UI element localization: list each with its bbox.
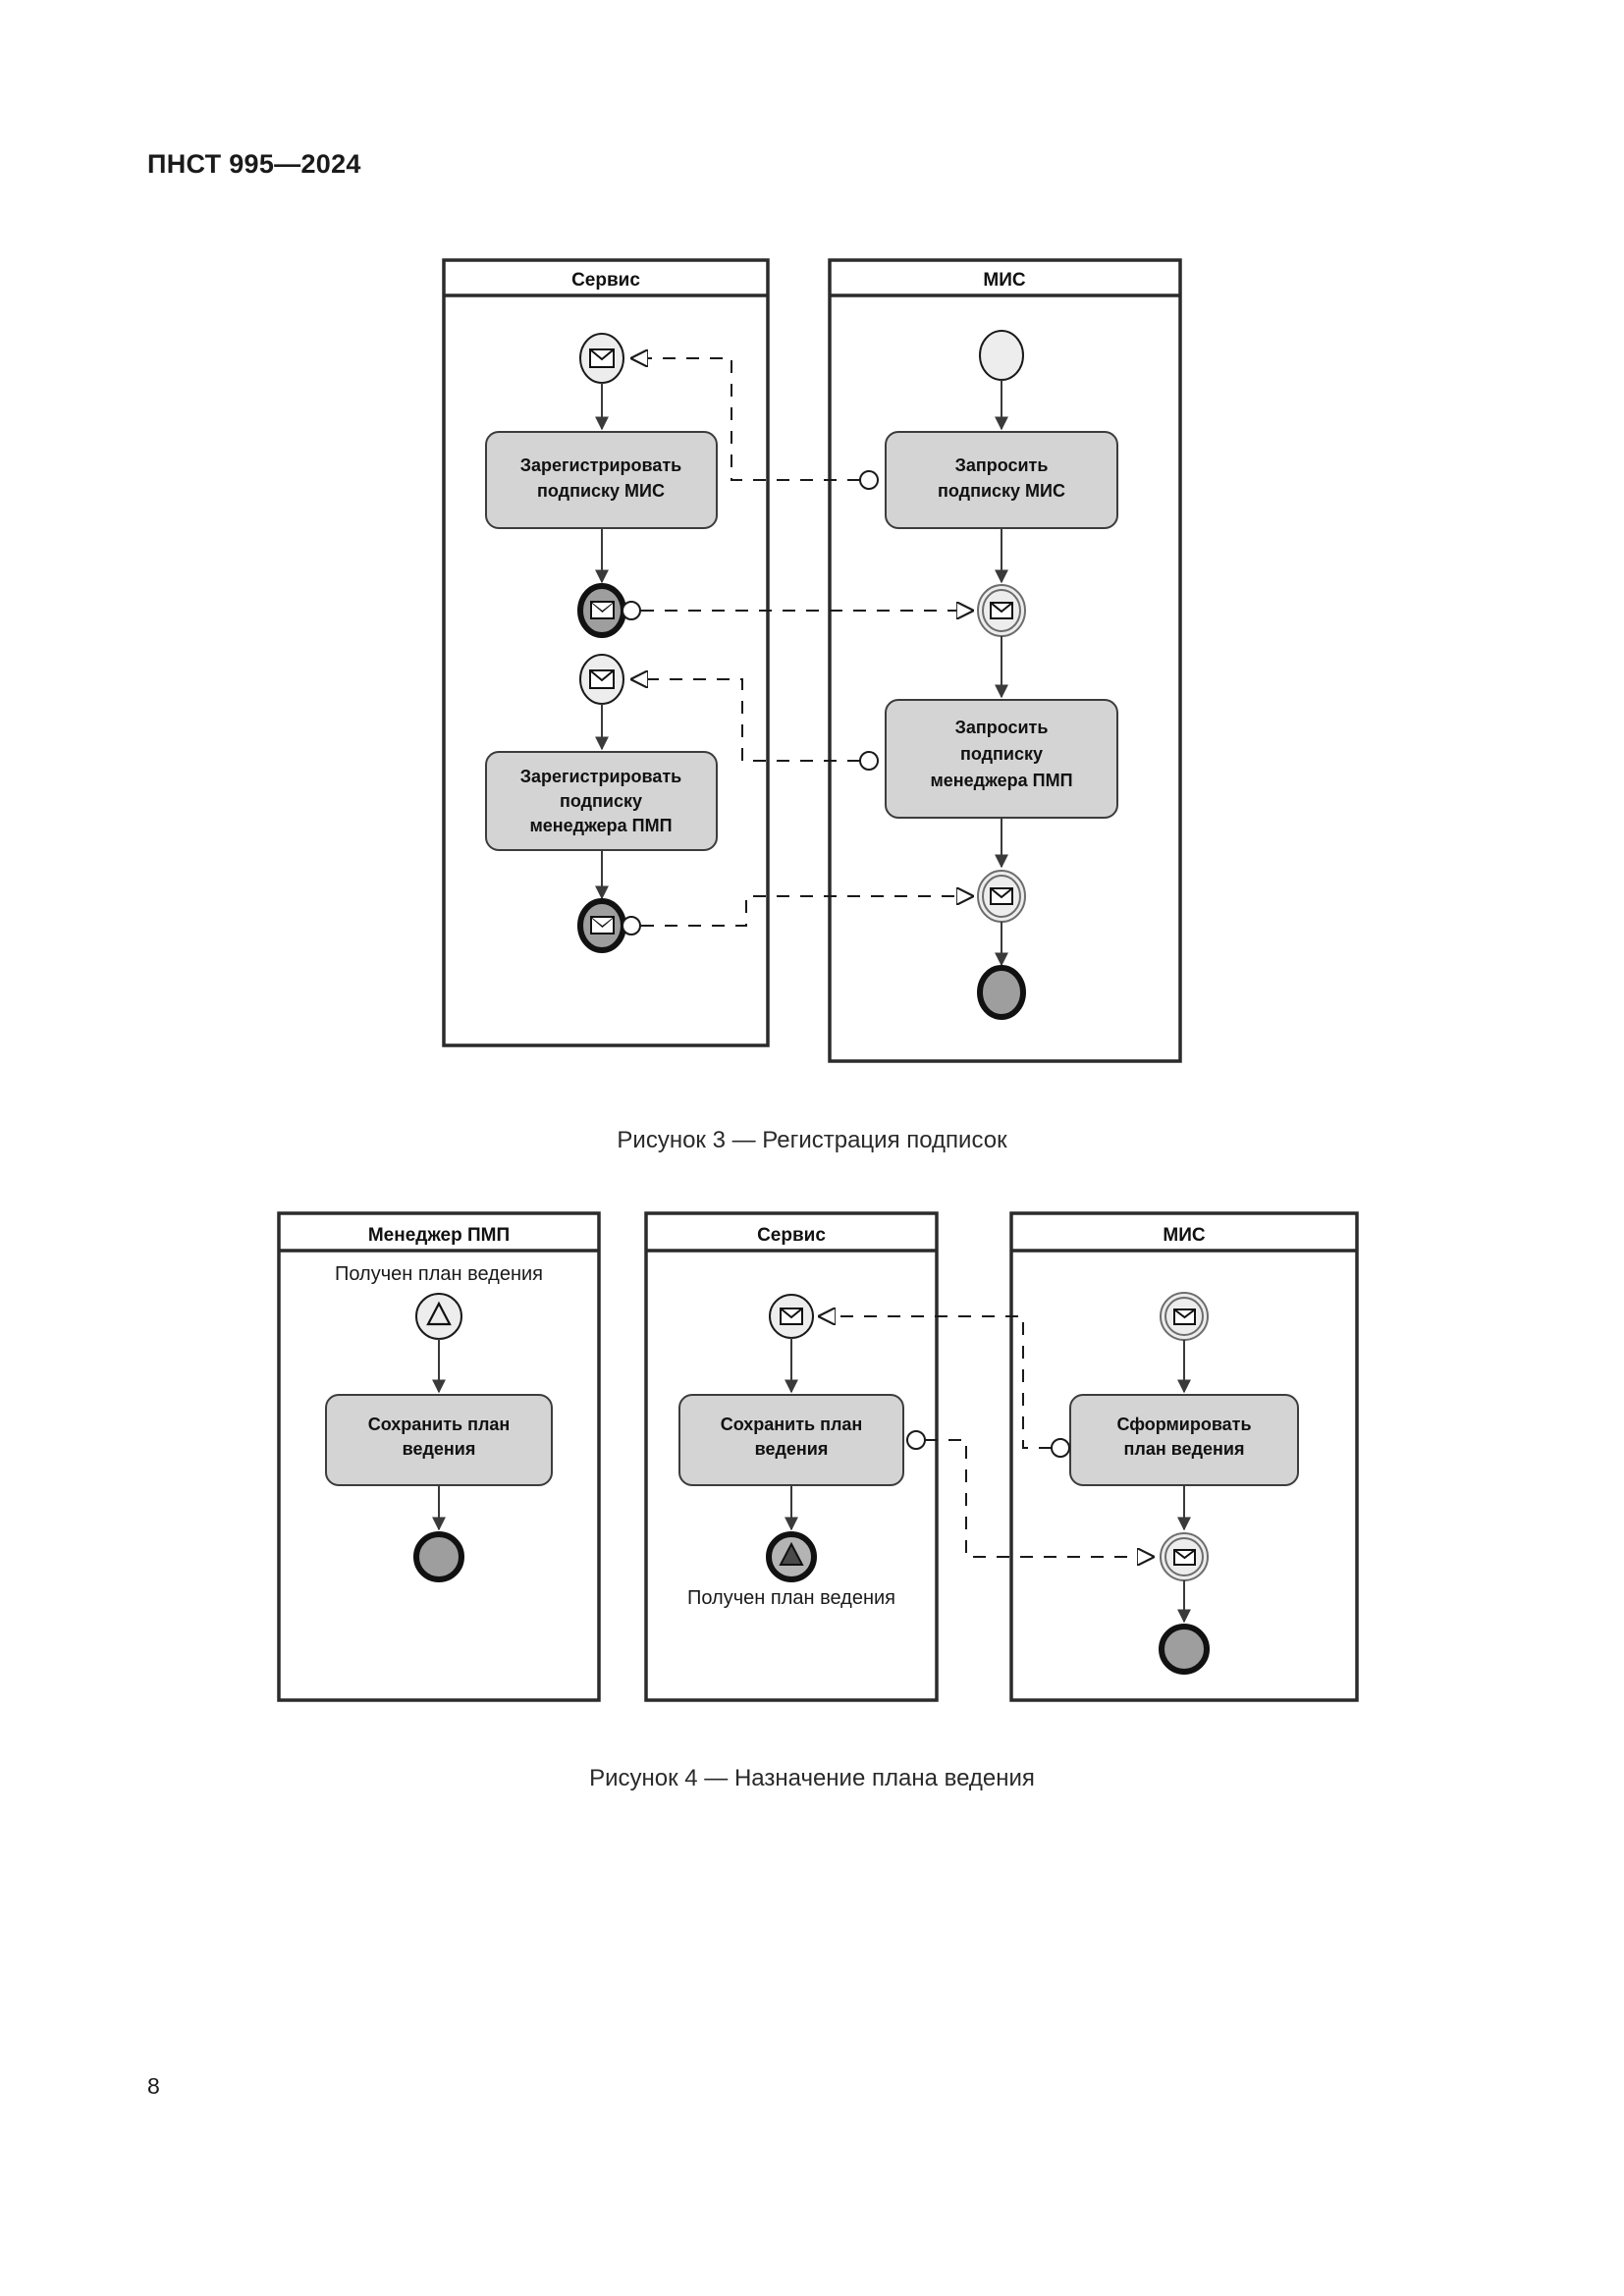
message-intermediate-catch-event-fig4-2 [1160, 1532, 1209, 1581]
message-flow-source-dot-1 [622, 601, 641, 620]
message-end-event-1 [577, 583, 626, 638]
envelope-icon [1173, 1549, 1196, 1566]
envelope-icon-filled [590, 916, 615, 934]
message-flow-source-dot-2 [622, 916, 641, 935]
figure-4-bpmn-diagram: Менеджер ПМП Получен план ведения Сохран… [265, 1205, 1375, 1716]
figure-3-caption: Рисунок 3 — Регистрация подписок [617, 1127, 1007, 1153]
task-label-line2: подписку МИС [938, 481, 1065, 501]
message-flow-source-dot-mis [1051, 1438, 1070, 1458]
message-flow-source-dot-servis [906, 1430, 926, 1450]
task-label-line1: Запросить [955, 718, 1049, 737]
envelope-icon [780, 1308, 803, 1325]
pool-label-mis-fig4: МИС [1163, 1225, 1205, 1246]
task-request-pmp-manager-subscription: Запросить подписку менеджера ПМП [885, 699, 1118, 819]
envelope-icon-filled [590, 601, 615, 619]
task-label-line2: ведения [755, 1439, 829, 1459]
task-register-pmp-manager-subscription: Зарегистрировать подписку менеджера ПМП [485, 751, 718, 851]
message-intermediate-catch-event-1 [977, 584, 1026, 637]
pool-label-servis-fig4: Сервис [757, 1225, 826, 1246]
figure-4-caption: Рисунок 4 — Назначение плана ведения [589, 1765, 1035, 1791]
pool-label-pmp-manager: Менеджер ПМП [368, 1225, 510, 1246]
task-request-mis-subscription: Запросить подписку МИС [885, 431, 1118, 529]
message-end-event-2 [577, 898, 626, 953]
message-intermediate-catch-event-2 [977, 870, 1026, 923]
page-number: 8 [147, 2073, 160, 2099]
task-create-plan-mis: Сформировать план ведения [1069, 1394, 1299, 1486]
task-label-line2: подписку [560, 791, 642, 811]
signal-end-event [766, 1531, 817, 1582]
task-label-line1: Зарегистрировать [520, 767, 681, 786]
figure-4-svg: Менеджер ПМП Получен план ведения Сохран… [277, 1211, 1359, 1702]
figure-3-svg: Сервис МИС Зарегистрировать [442, 258, 1182, 1063]
message-start-event-fig4 [769, 1294, 814, 1339]
task-save-plan-pmp: Сохранить план ведения [325, 1394, 553, 1486]
plain-end-event [977, 965, 1026, 1020]
message-flow-servis-to-mis-catch [925, 1439, 1153, 1557]
plain-start-event [979, 330, 1024, 381]
plain-end-event-mis [1159, 1624, 1210, 1675]
message-flow-target-dot-2 [859, 751, 879, 771]
pool-label-mis: МИС [983, 270, 1025, 291]
task-label-line2: ведения [403, 1439, 476, 1459]
message-flow-target-dot-1 [859, 470, 879, 490]
figure-3-bpmn-diagram: Сервис МИС Зарегистрировать [432, 250, 1198, 1075]
task-label-line3: менеджера ПМП [529, 816, 672, 835]
message-start-event-2 [579, 654, 624, 705]
task-label-line1: Сохранить план [368, 1415, 511, 1434]
task-register-mis-subscription: Зарегистрировать подписку МИС [485, 431, 718, 529]
message-flow-request-to-start-1 [632, 358, 860, 481]
envelope-icon [1173, 1308, 1196, 1325]
end-event-label-servis: Получен план ведения [687, 1587, 895, 1609]
document-header: ПНСТ 995—2024 [147, 149, 361, 179]
task-label-line2: план ведения [1124, 1439, 1245, 1459]
task-label-line2: подписку МИС [537, 481, 665, 501]
start-event-label-pmp: Получен план ведения [335, 1263, 543, 1285]
task-label-line2: подписку [960, 744, 1043, 764]
triangle-icon-filled [779, 1541, 804, 1566]
message-flow-request-to-start-2 [632, 679, 860, 762]
signal-start-event [415, 1293, 462, 1340]
task-label-line3: менеджера ПМП [930, 771, 1072, 790]
message-start-event-1 [579, 333, 624, 384]
triangle-icon [426, 1301, 452, 1326]
task-label-line1: Сохранить план [721, 1415, 863, 1434]
task-label-line1: Зарегистрировать [520, 455, 681, 475]
pool-label-servis: Сервис [571, 270, 640, 291]
message-flow-mis-to-servis-start [820, 1316, 1052, 1449]
message-flow-end2-to-catch2 [641, 896, 972, 927]
task-label-line1: Запросить [955, 455, 1049, 475]
envelope-icon [990, 887, 1013, 905]
task-save-plan-servis: Сохранить план ведения [678, 1394, 904, 1486]
task-label-line1: Сформировать [1116, 1415, 1251, 1434]
envelope-icon [589, 669, 615, 689]
envelope-icon [589, 348, 615, 368]
plain-end-event-pmp [413, 1531, 464, 1582]
message-intermediate-catch-event-fig4-1 [1160, 1292, 1209, 1341]
envelope-icon [990, 602, 1013, 619]
pool-mis: МИС [828, 258, 1182, 1063]
